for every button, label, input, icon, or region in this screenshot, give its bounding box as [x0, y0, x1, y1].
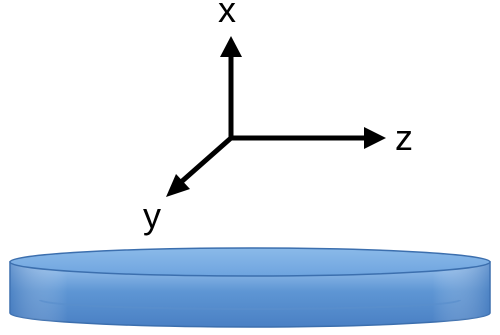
x-axis-arrow: [220, 36, 242, 141]
x-axis-label: x: [218, 0, 236, 30]
arrow-up-icon: [220, 36, 242, 57]
z-axis-arrow: [228, 127, 386, 149]
disk-inner-edge: [39, 299, 461, 310]
disk-top: [9, 247, 491, 277]
axes-group: x z y: [143, 0, 413, 236]
y-axis-arrow: [166, 135, 234, 197]
y-axis-label: y: [143, 195, 161, 236]
disk-side-shading: [10, 262, 490, 327]
z-axis-label: z: [395, 117, 413, 158]
arrow-right-icon: [364, 127, 386, 149]
arrow-down-left-icon: [166, 174, 190, 197]
cylindrical-disk: [9, 247, 491, 328]
